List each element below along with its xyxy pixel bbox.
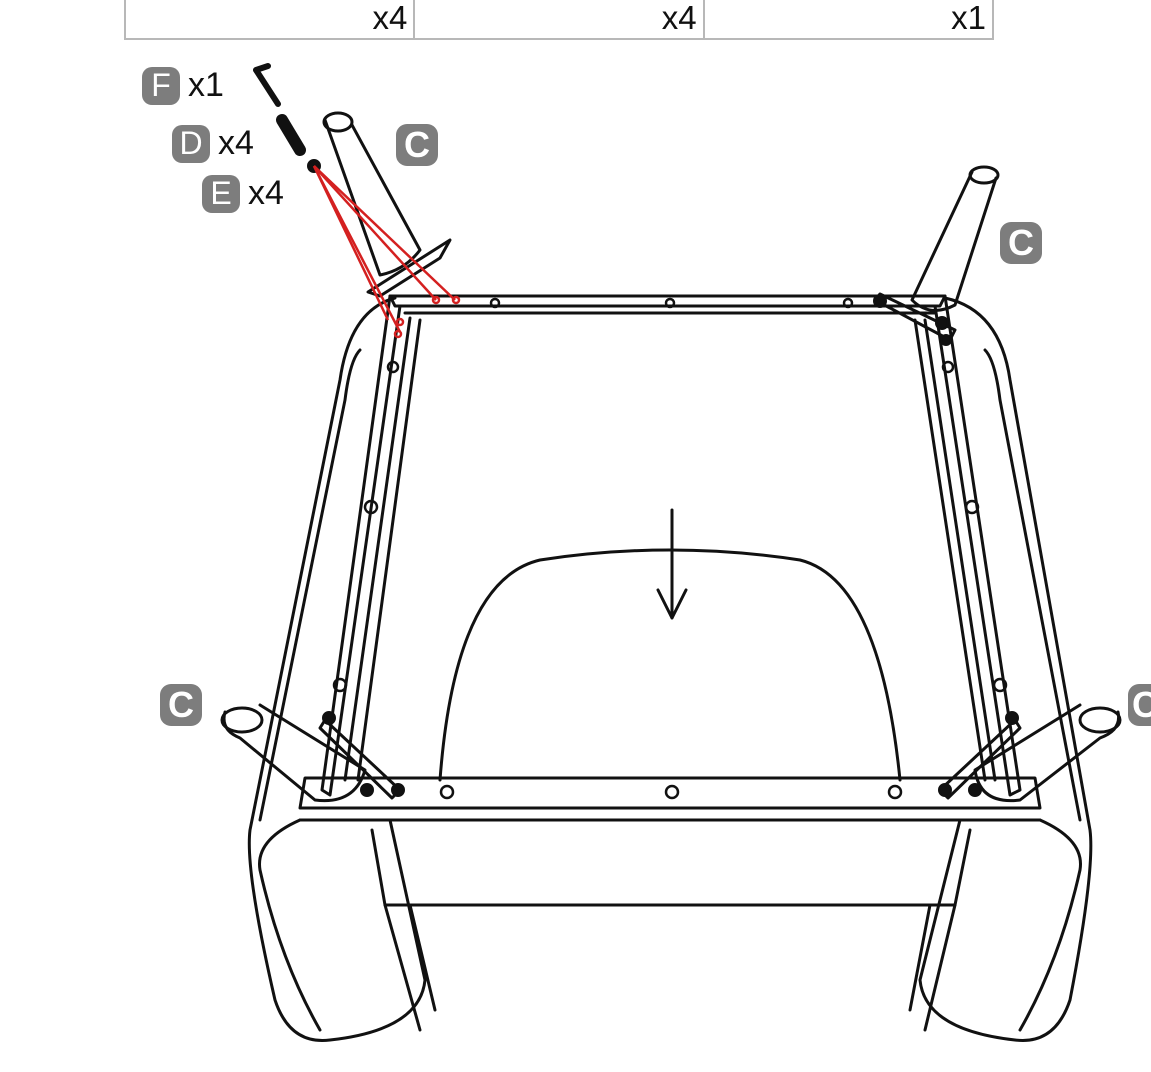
frame-rail-left — [356, 318, 422, 782]
frame-rail-left — [343, 316, 412, 782]
sofa-arm-inner — [258, 348, 362, 822]
frame-rail-left — [320, 294, 402, 797]
frame-rail-right — [913, 318, 987, 782]
parts-qty-cell: x1 — [951, 0, 986, 36]
sofa-body-outline — [918, 296, 1093, 1042]
sofa-body-outline — [247, 296, 427, 1042]
front-skirt — [923, 828, 972, 1032]
hardware-label-e: E x4 — [202, 174, 284, 213]
leg-label-c: C — [396, 124, 438, 166]
allen-key-icon — [253, 63, 281, 107]
part-letter-badge: F — [142, 66, 180, 105]
hardware-label-d: D x4 — [172, 124, 254, 163]
part-quantity: x4 — [248, 174, 284, 212]
seat-outline — [438, 548, 902, 782]
down-arrow-icon — [656, 508, 688, 620]
leg-plate — [366, 238, 452, 298]
parts-quantity-table: x4 x4 x1 — [124, 0, 994, 40]
sofa-leg — [222, 703, 367, 803]
leg-label-c: C — [1128, 684, 1151, 726]
sofa-arm-inner — [983, 348, 1082, 822]
part-quantity: x1 — [188, 66, 224, 104]
leg-plate — [318, 718, 402, 800]
assembly-guide-lines — [312, 165, 461, 339]
frame-rail-right — [933, 294, 1022, 797]
front-skirt — [908, 903, 932, 1012]
sofa-leg — [323, 118, 422, 277]
frame-rail-front — [298, 776, 1042, 810]
frame-rail-back — [388, 294, 947, 308]
sofa-leg — [910, 170, 998, 312]
hardware-label-f: F x1 — [142, 66, 224, 105]
part-letter-badge: D — [172, 124, 210, 163]
part-letter-badge: E — [202, 174, 240, 213]
parts-qty-cell: x4 — [126, 0, 416, 38]
front-skirt — [408, 903, 437, 1012]
parts-qty-cell: x4 — [415, 0, 705, 38]
leg-plate — [938, 718, 1022, 800]
front-skirt — [258, 818, 322, 1032]
leg-label-c: C — [1000, 222, 1042, 264]
leg-label-c: C — [160, 684, 202, 726]
front-skirt — [1018, 818, 1082, 1032]
bolt-icon — [276, 114, 306, 156]
front-skirt — [370, 828, 422, 1032]
part-quantity: x4 — [218, 124, 254, 162]
frame-rail-right — [923, 318, 997, 782]
